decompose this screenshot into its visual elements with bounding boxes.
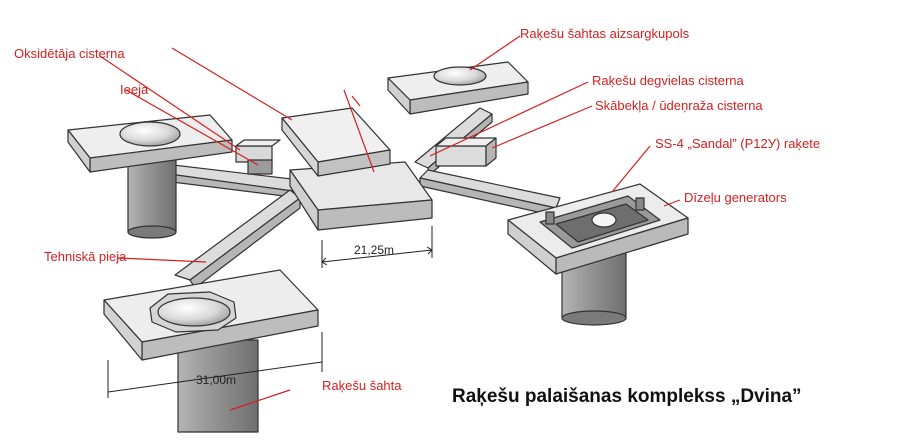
- missile-nose: [591, 212, 617, 228]
- diagram-title: Raķešu palaišanas komplekss „Dvina”: [452, 386, 802, 407]
- dome-top-right: [433, 66, 487, 86]
- silo-shaft-top-left: [127, 159, 177, 233]
- silo-shaft-bottom-left: [177, 339, 259, 433]
- label-tech-passage: Tehniskā pieja: [44, 249, 127, 264]
- label-silo: Raķešu šahta: [322, 378, 402, 393]
- silo-right-open: [507, 183, 689, 326]
- label-acid-tank: Skābekļa / ūdeņraža cisterna: [595, 98, 763, 113]
- dome-bottom-left: [157, 297, 231, 327]
- silo-top-left: [67, 114, 233, 239]
- label-diesel: Dīzeļu generators: [684, 190, 787, 205]
- label-fuel-tank: Raķešu degvielas cisterna: [592, 73, 744, 88]
- acid-tank-block: [435, 145, 487, 167]
- dimension-center-width: 21,25m: [354, 243, 395, 257]
- label-missile: SS-4 „Sandal” (Р12У) raķete: [655, 136, 821, 151]
- label-oxidizer-tank: Oksidētāja cisterna: [14, 46, 125, 61]
- dimension-line-center: [321, 249, 433, 263]
- silo-top-right: [387, 61, 529, 115]
- label-entrance: Ieeja: [120, 82, 149, 97]
- dimension-lines: [107, 226, 433, 398]
- corridor-lower-left: [174, 189, 301, 281]
- silo-bottom-left: [103, 269, 319, 433]
- dome-top-left: [119, 121, 181, 147]
- dimension-line-silo: [107, 361, 323, 393]
- central-building: [235, 107, 497, 231]
- dimension-silo-width: 31,00m: [196, 373, 237, 387]
- leader-lines: [99, 35, 681, 411]
- label-dome: Raķešu šahtas aizsargkupols: [520, 26, 690, 41]
